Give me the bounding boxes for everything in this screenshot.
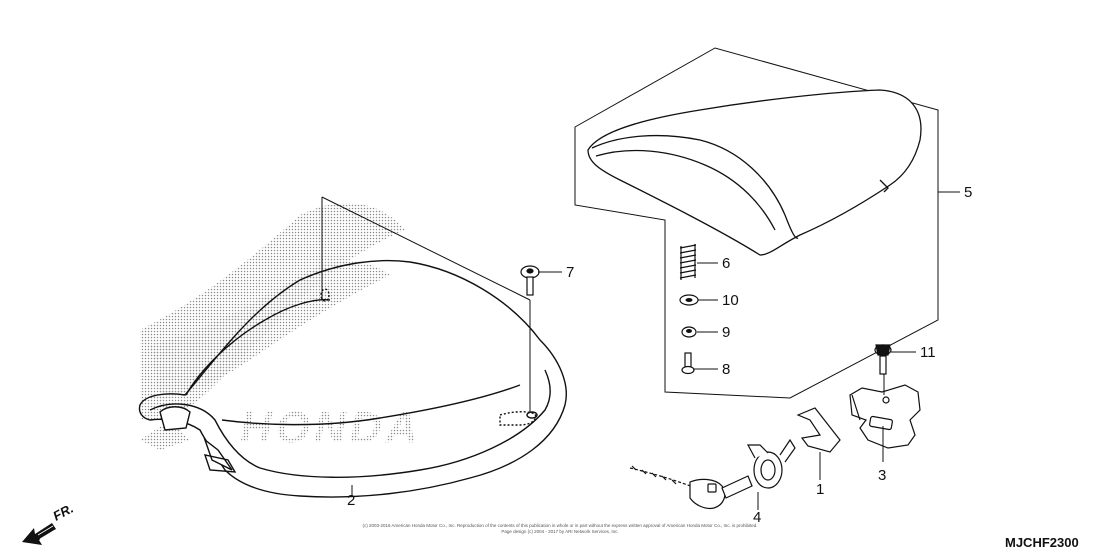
callout-3: 3: [878, 467, 886, 484]
bolt-8[interactable]: [681, 352, 695, 375]
washer[interactable]: [679, 294, 699, 306]
callout-4: 4: [753, 509, 761, 526]
front-seat[interactable]: [138, 259, 567, 498]
callout-6: 6: [722, 255, 730, 272]
callout-1: 1: [816, 481, 824, 498]
callout-11: 11: [920, 344, 936, 361]
rear-seat-cowl[interactable]: [587, 89, 922, 256]
rear-seat-assembly-box: [574, 47, 939, 399]
front-label: FR.: [50, 501, 76, 524]
watermark-text: HONDA: [240, 403, 421, 452]
nut[interactable]: [681, 326, 697, 338]
callout-9: 9: [722, 324, 730, 341]
screw-7[interactable]: [520, 265, 540, 296]
diagram-code: MJCHF2300: [1005, 535, 1079, 550]
callout-10: 10: [722, 292, 739, 309]
copyright-line: Page design (c) 2004 - 2017 by ARI Netwo…: [501, 529, 619, 534]
front-direction-arrow: FR.: [22, 501, 76, 545]
spring[interactable]: [679, 244, 697, 280]
callout-5: 5: [964, 184, 972, 201]
leader-lines: [321, 191, 960, 510]
seat-lock-cylinder[interactable]: [629, 438, 796, 510]
copyright-line: (c) 2003-2016 American Honda Motor Co., …: [362, 523, 758, 528]
lock-clip[interactable]: [796, 407, 841, 453]
callout-8: 8: [722, 361, 730, 378]
callout-7: 7: [566, 264, 574, 281]
bolt-11[interactable]: [874, 344, 892, 375]
callout-2: 2: [347, 492, 355, 509]
seat-catch[interactable]: [849, 384, 921, 449]
copyright-notice: (c) 2003-2016 American Honda Motor Co., …: [300, 523, 820, 535]
